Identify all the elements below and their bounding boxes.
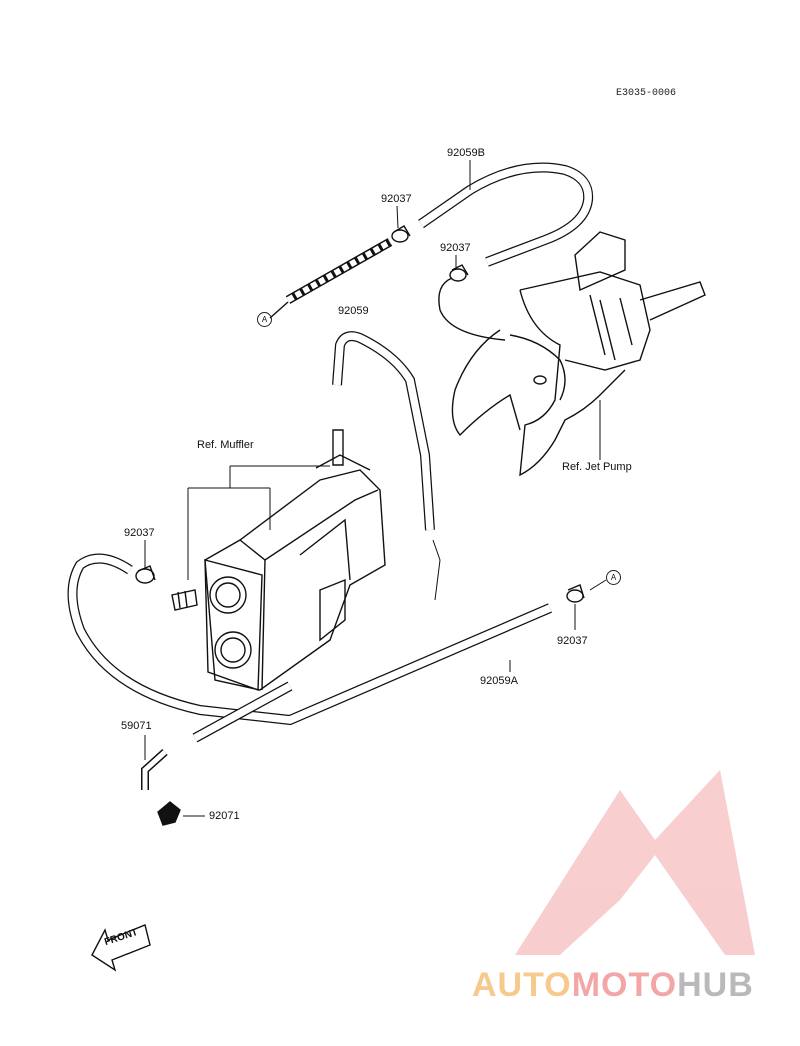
callout-92059b: 92059B bbox=[447, 147, 485, 159]
marker-a-right: A bbox=[606, 570, 621, 585]
callout-92037-right: 92037 bbox=[557, 635, 588, 647]
clamp-92037-left bbox=[135, 565, 156, 584]
callout-leaders bbox=[144, 160, 576, 760]
hose-92059a bbox=[67, 553, 552, 743]
ref-jet-pump-label: Ref. Jet Pump bbox=[562, 461, 632, 473]
callout-92037-left: 92037 bbox=[124, 527, 155, 539]
callout-92059a: 92059A bbox=[480, 675, 518, 687]
cap-92071 bbox=[157, 801, 205, 826]
muffler-leaders bbox=[187, 465, 330, 580]
clamp-92037-top bbox=[391, 225, 411, 243]
diagram-code: E3035-0006 bbox=[616, 88, 677, 99]
ref-muffler-label: Ref. Muffler bbox=[197, 439, 254, 451]
wordmark-hub: HUB bbox=[677, 966, 754, 1004]
jet-pump bbox=[451, 231, 706, 477]
elbow-59071 bbox=[141, 749, 168, 790]
wordmark-auto: AUTO bbox=[472, 966, 572, 1004]
callout-92071: 92071 bbox=[209, 810, 240, 822]
wordmark-moto: MOTO bbox=[571, 966, 678, 1004]
hose-92059b bbox=[418, 162, 594, 267]
clamp-92037-mid bbox=[438, 264, 506, 341]
callout-92037-top: 92037 bbox=[381, 193, 412, 205]
tube-a-line bbox=[269, 238, 393, 319]
muffler-fitting bbox=[171, 589, 198, 611]
front-arrow-icon bbox=[91, 924, 151, 972]
watermark-logo bbox=[515, 770, 755, 955]
watermark-wordmark: AUTOMOTOHUB bbox=[472, 966, 754, 1005]
clamp-92037-right bbox=[566, 579, 607, 603]
hose-92059 bbox=[332, 331, 441, 601]
muffler bbox=[204, 429, 386, 691]
callout-59071: 59071 bbox=[121, 720, 152, 732]
marker-a-left: A bbox=[257, 312, 272, 327]
callout-92037-mid: 92037 bbox=[440, 242, 471, 254]
callout-92059: 92059 bbox=[338, 305, 369, 317]
